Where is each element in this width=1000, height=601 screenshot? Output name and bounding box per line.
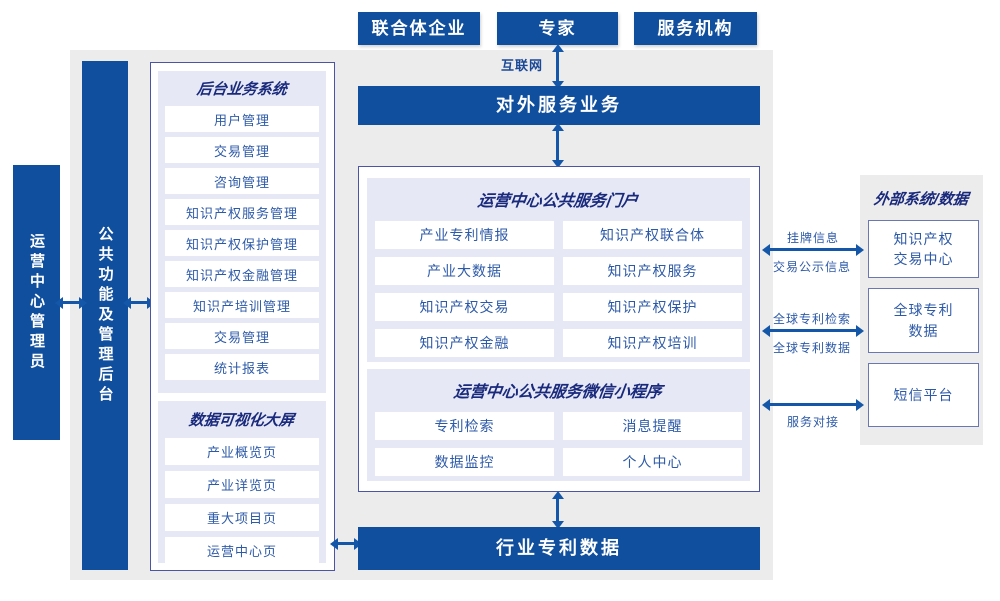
operator-rail-label: 运营中心管理员	[28, 232, 45, 373]
arrow-service-connect	[770, 403, 856, 406]
list-item: 知识产权保护	[563, 293, 742, 321]
external-system-label: 知识产权交易中心	[893, 230, 954, 267]
list-item: 知识产培训管理	[165, 292, 319, 318]
internet-arrow	[556, 52, 559, 81]
external-system-box: 知识产权交易中心	[868, 220, 979, 278]
portal-title-text: 运营中心公共服务门户	[477, 193, 640, 210]
list-item: 交易管理	[165, 323, 319, 349]
operation-center-panel: 运营中心公共服务门户 产业专利情报 知识产权联合体 产业大数据 知识产权服务 知…	[358, 166, 760, 492]
list-item: 知识产权联合体	[563, 221, 742, 249]
backend-system-panel: 后台业务系统 用户管理 交易管理 咨询管理 知识产权服务管理 知识产权保护管理 …	[158, 71, 326, 393]
list-item: 用户管理	[165, 106, 319, 132]
miniapp-title-text: 运营中心公共服务微信小程序	[453, 384, 664, 401]
list-item: 咨询管理	[165, 168, 319, 194]
arrow-service-to-portal	[556, 131, 559, 160]
arrow-portal-industry	[556, 499, 559, 521]
arrow-dashboard-industry	[338, 542, 354, 545]
list-item: 产业大数据	[375, 257, 554, 285]
operator-rail: 运营中心管理员	[13, 165, 60, 440]
admin-backend-rail-label: 公共功能及管理后台	[96, 225, 114, 406]
list-item: 数据监控	[375, 448, 554, 476]
internet-label: 互联网	[500, 58, 543, 73]
list-item: 知识产权交易	[375, 293, 554, 321]
external-systems-title-text: 外部系统/数据	[873, 191, 970, 208]
external-service-bar: 对外服务业务	[358, 86, 760, 125]
list-item: 专利检索	[375, 412, 554, 440]
list-item: 知识产权服务管理	[165, 199, 319, 225]
link-label-listing-info: 挂牌信息	[786, 231, 839, 245]
miniapp-panel: 运营中心公共服务微信小程序 专利检索 消息提醒 数据监控 个人中心	[367, 369, 750, 481]
list-item: 统计报表	[165, 354, 319, 380]
list-item: 个人中心	[563, 448, 742, 476]
link-label-trade-publicity: 交易公示信息	[772, 260, 851, 274]
external-system-label: 短信平台	[893, 386, 954, 403]
link-label-service-connect: 服务对接	[786, 415, 839, 429]
portal-panel: 运营中心公共服务门户 产业专利情报 知识产权联合体 产业大数据 知识产权服务 知…	[367, 178, 750, 362]
external-system-label: 全球专利数据	[893, 302, 954, 339]
backend-system-title: 后台业务系统	[158, 78, 326, 99]
external-system-box: 全球专利数据	[868, 288, 979, 353]
arrow-operator-admin	[63, 301, 79, 304]
list-item: 运营中心页	[165, 537, 319, 564]
list-item: 知识产权金融	[375, 329, 554, 357]
arrow-global-patent	[770, 329, 856, 332]
arrow-listing-info	[770, 248, 856, 251]
list-item: 知识产权培训	[563, 329, 742, 357]
list-item: 产业专利情报	[375, 221, 554, 249]
external-system-box: 短信平台	[868, 363, 979, 427]
admin-backend-rail: 公共功能及管理后台	[82, 61, 128, 570]
portal-title: 运营中心公共服务门户	[367, 187, 750, 211]
data-visualization-title-text: 数据可视化大屏	[188, 412, 296, 429]
data-visualization-title: 数据可视化大屏	[158, 409, 326, 430]
list-item: 重大项目页	[165, 504, 319, 531]
list-item: 交易管理	[165, 137, 319, 163]
list-item: 知识产权保护管理	[165, 230, 319, 256]
list-item: 消息提醒	[563, 412, 742, 440]
backend-outer-panel: 后台业务系统 用户管理 交易管理 咨询管理 知识产权服务管理 知识产权保护管理 …	[150, 62, 335, 571]
list-item: 知识产权服务	[563, 257, 742, 285]
list-item: 产业概览页	[165, 438, 319, 465]
actor-service-agencies: 服务机构	[634, 12, 757, 45]
actor-experts: 专家	[497, 12, 618, 45]
list-item: 知识产权金融管理	[165, 261, 319, 287]
data-visualization-panel: 数据可视化大屏 产业概览页 产业详览页 重大项目页 运营中心页	[158, 401, 326, 564]
arrow-admin-backend-panel	[131, 301, 147, 304]
miniapp-title: 运营中心公共服务微信小程序	[367, 378, 750, 402]
list-item: 产业详览页	[165, 471, 319, 498]
backend-system-title-text: 后台业务系统	[195, 81, 288, 98]
link-label-global-patent-search: 全球专利检索	[772, 312, 851, 326]
industry-patent-data-bar: 行业专利数据	[358, 527, 760, 570]
actor-consortium-enterprises: 联合体企业	[358, 12, 480, 45]
external-systems-title: 外部系统/数据	[860, 188, 983, 209]
link-label-global-patent-data: 全球专利数据	[772, 341, 851, 355]
